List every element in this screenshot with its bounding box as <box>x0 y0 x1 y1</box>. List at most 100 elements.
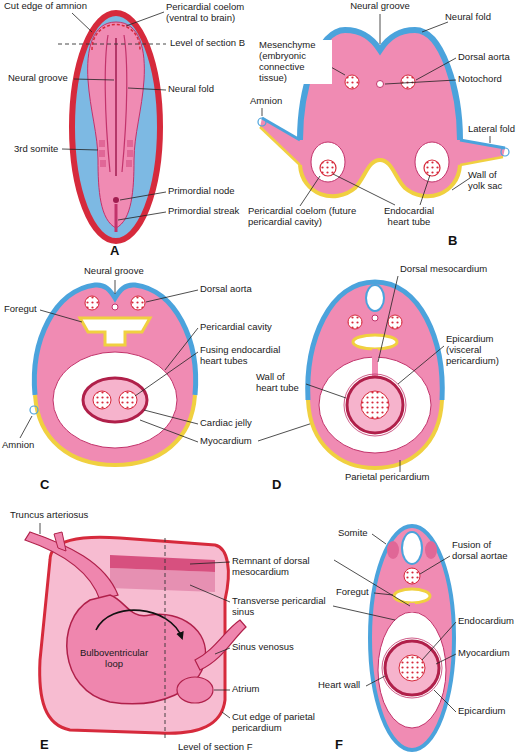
cross-section-f <box>404 568 420 584</box>
leader-line <box>372 534 386 544</box>
leader-line <box>214 690 230 691</box>
leader-line <box>422 622 456 660</box>
cross-section-d <box>388 315 402 329</box>
callout-label: Dorsal aorta <box>458 52 510 63</box>
leader-line <box>72 13 92 32</box>
leader-line <box>74 79 114 80</box>
cross-section-f <box>399 655 425 681</box>
callout-label: Somite <box>338 528 368 539</box>
cross-section-d <box>347 377 403 433</box>
leader-line <box>434 690 456 712</box>
cross-section-b <box>260 127 300 165</box>
leader-line <box>190 562 230 564</box>
leader-line <box>334 560 410 606</box>
cross-section-d <box>308 282 442 468</box>
cross-section-b <box>460 140 505 165</box>
callout-label: 3rd somite <box>14 144 58 155</box>
leader-line <box>215 648 230 654</box>
leader-line <box>422 22 448 32</box>
cross-section-f <box>409 603 415 612</box>
cross-section-b <box>401 75 415 89</box>
embryo-dorsal-view <box>127 150 133 157</box>
leader-line <box>135 352 198 396</box>
cross-section-c <box>30 285 196 465</box>
leader-line <box>490 136 491 143</box>
callout-label: Amnion <box>2 440 34 451</box>
callout-label: Lateral fold <box>468 124 515 135</box>
cross-section-b <box>460 157 503 165</box>
panel-letter: E <box>40 738 49 753</box>
callout-label: Myocardium <box>200 436 252 447</box>
heart-loop-view <box>96 610 182 638</box>
cross-section-f <box>402 532 422 564</box>
leader-line <box>398 346 444 384</box>
cross-section-c <box>34 285 195 465</box>
cross-section-b <box>424 160 440 176</box>
cross-section-f <box>382 638 442 698</box>
callout-label: Remnant of dorsal mesocardium <box>232 556 332 578</box>
cross-section-b <box>501 148 509 156</box>
panel-letter: C <box>40 478 49 493</box>
callout-label: Atrium <box>232 684 259 695</box>
heart-loop-view <box>165 538 166 740</box>
leader-line <box>385 80 456 84</box>
leader-line <box>333 174 395 205</box>
leader-line <box>40 310 82 322</box>
cross-section-c <box>131 296 145 310</box>
leader-line <box>144 410 198 424</box>
callout-label: Foregut <box>336 587 369 598</box>
cross-section-b <box>460 140 505 148</box>
leader-line <box>420 556 450 574</box>
callout-label: Myocardium <box>458 648 510 659</box>
callout-label: Sinus venosus <box>232 642 294 653</box>
leader-line <box>378 276 398 362</box>
leader-line <box>222 712 230 718</box>
cross-section-c <box>93 391 111 409</box>
cross-section-b <box>345 75 359 89</box>
callout-label: Pericardial coelom (ventral to brain) <box>166 2 266 24</box>
cross-section-f <box>387 541 399 559</box>
callout-label: Fusion of dorsal aortae <box>452 540 514 562</box>
cross-section-d <box>372 349 378 379</box>
callout-label: Cut edge of parietal pericardium <box>232 712 322 734</box>
panel-letter: F <box>335 738 343 753</box>
leader-line <box>452 178 470 190</box>
callout-label: Bulboventricular loop <box>74 648 154 670</box>
callout-label: Transverse pericardial sinus <box>232 596 332 618</box>
cross-section-d <box>366 285 384 311</box>
embryo-dorsal-view <box>105 35 110 172</box>
heart-loop-view <box>25 532 118 600</box>
cross-section-b <box>415 142 449 182</box>
embryo-dorsal-view <box>127 140 133 147</box>
leader-line <box>20 416 32 438</box>
cross-section-b <box>311 142 345 182</box>
cross-section-c <box>30 406 38 414</box>
cross-section-f <box>385 641 439 695</box>
leader-line <box>126 12 164 26</box>
callout-label: Endocardial heart tube <box>374 206 444 228</box>
leader-line <box>146 290 198 302</box>
callout-label: Level of section B <box>170 38 245 49</box>
embryo-dorsal-view <box>122 35 127 172</box>
panel-letter: D <box>272 478 281 493</box>
cross-section-f <box>425 541 437 559</box>
cross-section-f <box>394 589 430 603</box>
embryo-dorsal-view <box>72 13 160 241</box>
leader-line <box>128 88 166 90</box>
cross-section-b <box>320 160 336 176</box>
embryo-dorsal-view <box>92 25 140 51</box>
leader-line <box>306 276 444 472</box>
cross-section-d <box>372 315 378 321</box>
callout-label: Primordial streak <box>168 206 239 217</box>
embryo-dorsal-view <box>115 204 118 232</box>
callout-label: Neural fold <box>168 84 214 95</box>
embryo-dorsal-view <box>115 38 117 176</box>
cross-section-d <box>344 374 406 436</box>
heart-loop-view <box>40 537 229 733</box>
callout-label: Amnion <box>250 96 282 107</box>
callout-label: Dorsal aorta <box>200 284 252 295</box>
callout-label: Epicardium (visceral pericardium) <box>446 334 516 367</box>
cross-section-d <box>361 391 389 419</box>
callout-label: Cut edge of amnion <box>4 1 87 12</box>
leader-line <box>40 523 41 534</box>
